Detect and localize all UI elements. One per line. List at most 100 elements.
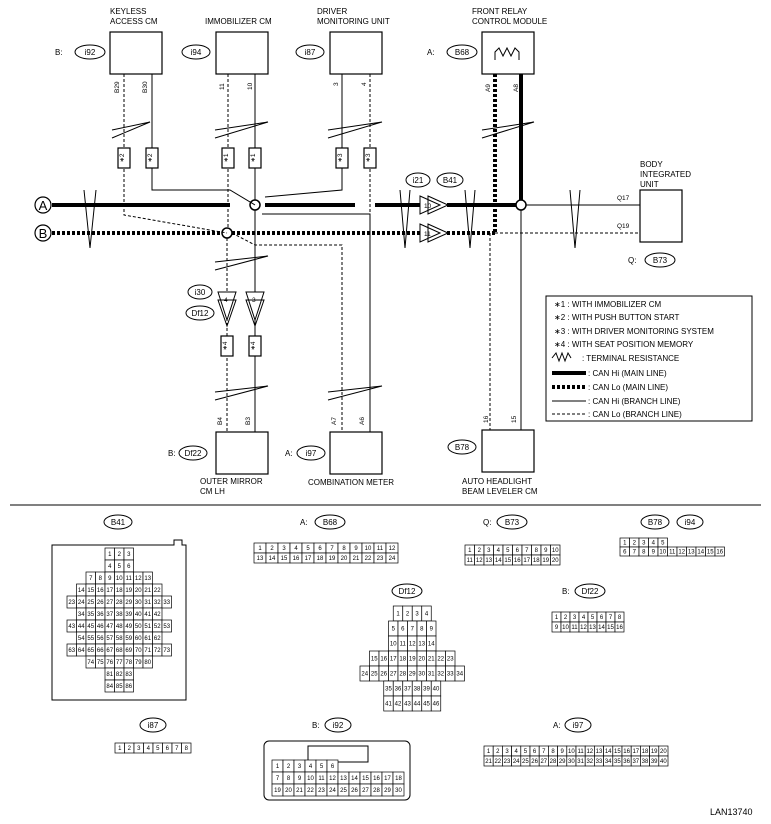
connector-pin-label: 13 [340, 776, 347, 782]
connector-pin-label: 23 [447, 657, 454, 663]
connector-pin-label: 28 [116, 600, 123, 606]
svg-text:i92: i92 [85, 48, 96, 57]
connector-pin-label: 1 [396, 612, 400, 618]
junction-connector-i21-b41: i21 B41 10 11 [405, 172, 464, 243]
connector-pin-label: 11 [318, 776, 325, 782]
connector-pin-label: 16 [97, 588, 104, 594]
connector-pin-label: 15 [707, 550, 714, 556]
connector-pin-label: 1 [487, 749, 491, 755]
svg-text:∗3 : WITH DRIVER MONITORING SY: ∗3 : WITH DRIVER MONITORING SYSTEM [554, 327, 714, 336]
connector-pin-label: 16 [623, 749, 630, 755]
connector-pin-label: 46 [433, 702, 440, 708]
connector-pin-cell [392, 783, 405, 797]
connector-pin-cell [161, 595, 172, 609]
connector-pin-label: 3 [298, 764, 302, 770]
svg-text:: CAN Lo (BRANCH LINE): : CAN Lo (BRANCH LINE) [588, 410, 682, 419]
svg-text:i97: i97 [306, 449, 317, 458]
connector-pin-label: 4 [108, 564, 112, 570]
connector-pin-label: 70 [135, 648, 142, 654]
connector-pin-label: 58 [116, 636, 123, 642]
svg-text:∗3: ∗3 [365, 153, 372, 162]
connector-pin-label: 8 [420, 627, 424, 633]
connector-pin-label: 26 [351, 788, 358, 794]
connector-pin-label: 30 [418, 672, 425, 678]
svg-text:∗4: ∗4 [250, 341, 257, 350]
connector-pin-label: 32 [154, 600, 161, 606]
connector-pin-label: 14 [495, 558, 502, 564]
svg-text:Df22: Df22 [185, 449, 202, 458]
connector-pin-label: 81 [106, 672, 113, 678]
connector-pin-label: 2 [406, 612, 410, 618]
connector-pin-label: 35 [614, 759, 621, 765]
connector-pin-label: 7 [633, 550, 637, 556]
connector-pin-label: 49 [125, 624, 132, 630]
connector-pin-label: 8 [287, 776, 291, 782]
connector-pin-label: 67 [106, 648, 113, 654]
connector-pin-label: 7 [609, 615, 613, 621]
svg-text:i87: i87 [305, 48, 316, 57]
connector-pin-label: 9 [298, 776, 302, 782]
connector-pin-label: 6 [401, 627, 405, 633]
connector-pin-label: 6 [318, 546, 322, 552]
connector-pin-label: 22 [307, 788, 314, 794]
connector-pin-label: 11 [377, 546, 384, 552]
connector-pin-cell [714, 546, 725, 557]
connector-pin-cell [430, 695, 442, 712]
connector-pin-label: 56 [97, 636, 104, 642]
svg-text:Q17: Q17 [617, 195, 630, 202]
connector-pin-label: 26 [380, 672, 387, 678]
connector-pin-label: 8 [342, 546, 346, 552]
connector-pin-label: 6 [331, 764, 335, 770]
connector-pin-label: 10 [365, 546, 372, 552]
connector-pin-label: 21 [353, 556, 360, 562]
svg-text:∗1: ∗1 [223, 153, 230, 162]
connector-pin-label: 38 [116, 612, 123, 618]
connector-pin-label: 29 [125, 600, 132, 606]
connector-pin-label: 54 [78, 636, 85, 642]
connector-pin-label: 73 [163, 648, 170, 654]
connector-pin-label: 34 [456, 672, 463, 678]
connector-pin-label: 15 [607, 625, 614, 631]
connector-pin-label: 9 [544, 548, 548, 554]
connector-pin-label: 42 [154, 612, 161, 618]
connector-pin-label: 1 [623, 541, 627, 547]
connector-pin-label: 51 [144, 624, 151, 630]
connector-pin-label: 11 [400, 642, 407, 648]
legend-box: ∗1 : WITH IMMOBILIZER CM ∗2 : WITH PUSH … [545, 295, 753, 422]
connector-pin-label: 3 [642, 541, 646, 547]
connector-pin-label: 1 [108, 552, 112, 558]
connector-pin-label: 11 [669, 550, 676, 556]
connector-pin-label: 26 [531, 759, 538, 765]
connector-pin-label: 19 [409, 657, 416, 663]
connector-pin-label: 44 [414, 702, 421, 708]
connector-pin-label: 12 [409, 642, 416, 648]
connector-pin-label: 2 [287, 764, 291, 770]
connector-pin-cell [181, 742, 192, 754]
connector-pin-label: 33 [447, 672, 454, 678]
connector-pin-label: 20 [135, 588, 142, 594]
connector-pin-label: 16 [293, 556, 300, 562]
connector-pin-label: 8 [99, 576, 103, 582]
connector-pin-label: 3 [573, 615, 577, 621]
connector-pin-label: 61 [144, 636, 151, 642]
svg-text:∗1 : WITH IMMOBILIZER CM: ∗1 : WITH IMMOBILIZER CM [554, 300, 661, 309]
connector-pin-label: 23 [504, 759, 511, 765]
connector-pin-label: 34 [78, 612, 85, 618]
connector-pin-label: 78 [125, 660, 132, 666]
connector-pin-label: 64 [78, 648, 85, 654]
connector-pin-label: 7 [525, 548, 529, 554]
connector-pin-label: 80 [144, 660, 151, 666]
connector-pin-label: 16 [380, 657, 387, 663]
connector-pin-label: 20 [418, 657, 425, 663]
connector-pin-label: 23 [318, 788, 325, 794]
connector-pin-label: 35 [385, 687, 392, 693]
connector-pin-label: 18 [642, 749, 649, 755]
connector-pin-label: 66 [97, 648, 104, 654]
connector-pin-label: 3 [505, 749, 509, 755]
connector-pin-label: 27 [540, 759, 547, 765]
connector-pin-label: 29 [409, 672, 416, 678]
